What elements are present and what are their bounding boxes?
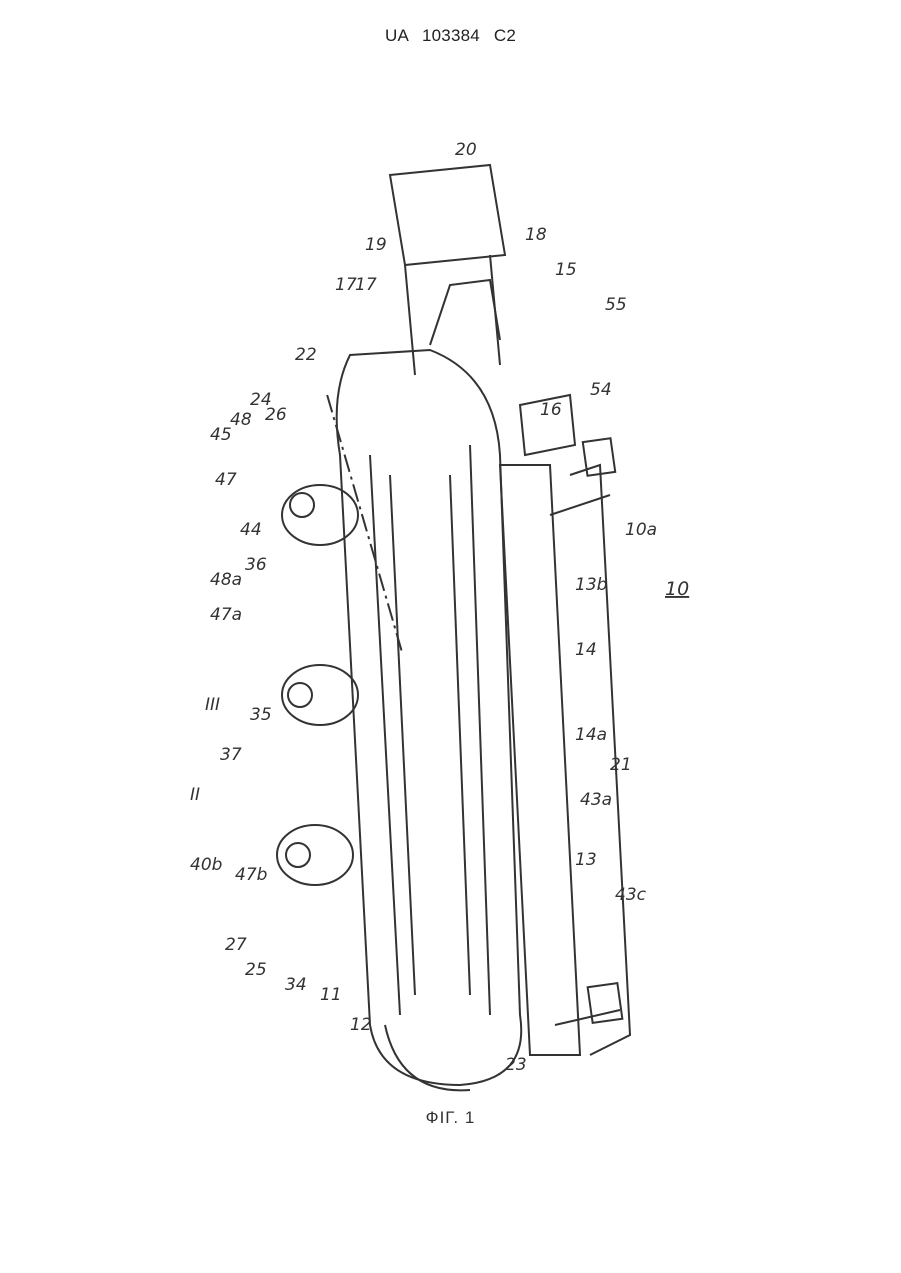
- ref-label: 17: [355, 275, 377, 295]
- ref-label: 21: [610, 755, 632, 775]
- ref-label: 18: [525, 225, 547, 245]
- ref-label: 40b: [190, 855, 222, 875]
- ref-label: 47a: [210, 605, 242, 625]
- ref-label: 45: [210, 425, 232, 445]
- ref-label: 47: [215, 470, 237, 490]
- ref-label: 48a: [210, 570, 242, 590]
- ref-label: 15: [555, 260, 577, 280]
- patent-number-header: UA 103384 C2: [0, 26, 901, 46]
- ref-label: 25: [245, 960, 267, 980]
- figure-caption: ФІГ. 1: [0, 1108, 901, 1128]
- ref-label: III: [205, 695, 220, 715]
- ref-label: 14a: [575, 725, 607, 745]
- ref-label: 55: [605, 295, 627, 315]
- ref-label: 12: [350, 1015, 372, 1035]
- ref-label: 22: [295, 345, 317, 365]
- technical-drawing: 20 19 18 15 55 54 16 17 17 22 24 26 48 4…: [170, 95, 730, 1095]
- ref-label: 44: [240, 520, 262, 540]
- ref-label: 54: [590, 380, 612, 400]
- ref-label: 10a: [625, 520, 657, 540]
- ref-label: 13b: [575, 575, 607, 595]
- ref-label: 20: [455, 140, 477, 160]
- ref-label: 14: [575, 640, 597, 660]
- ref-label: 27: [225, 935, 247, 955]
- ref-label: 43c: [615, 885, 647, 905]
- ref-label: 48: [230, 410, 252, 430]
- ref-label: 37: [220, 745, 242, 765]
- ref-label: 23: [505, 1055, 527, 1075]
- ref-label: 17: [335, 275, 357, 295]
- ref-label: 16: [540, 400, 562, 420]
- ref-label: 43a: [580, 790, 612, 810]
- ref-label: 26: [265, 405, 287, 425]
- ref-label: 35: [250, 705, 272, 725]
- ref-label: 19: [365, 235, 387, 255]
- ref-label: 10: [665, 578, 689, 600]
- ref-label: II: [190, 785, 200, 805]
- ref-label: 36: [245, 555, 267, 575]
- ref-label: 11: [320, 985, 342, 1005]
- ref-label: 47b: [235, 865, 267, 885]
- ref-label: 13: [575, 850, 597, 870]
- ref-label: 34: [285, 975, 307, 995]
